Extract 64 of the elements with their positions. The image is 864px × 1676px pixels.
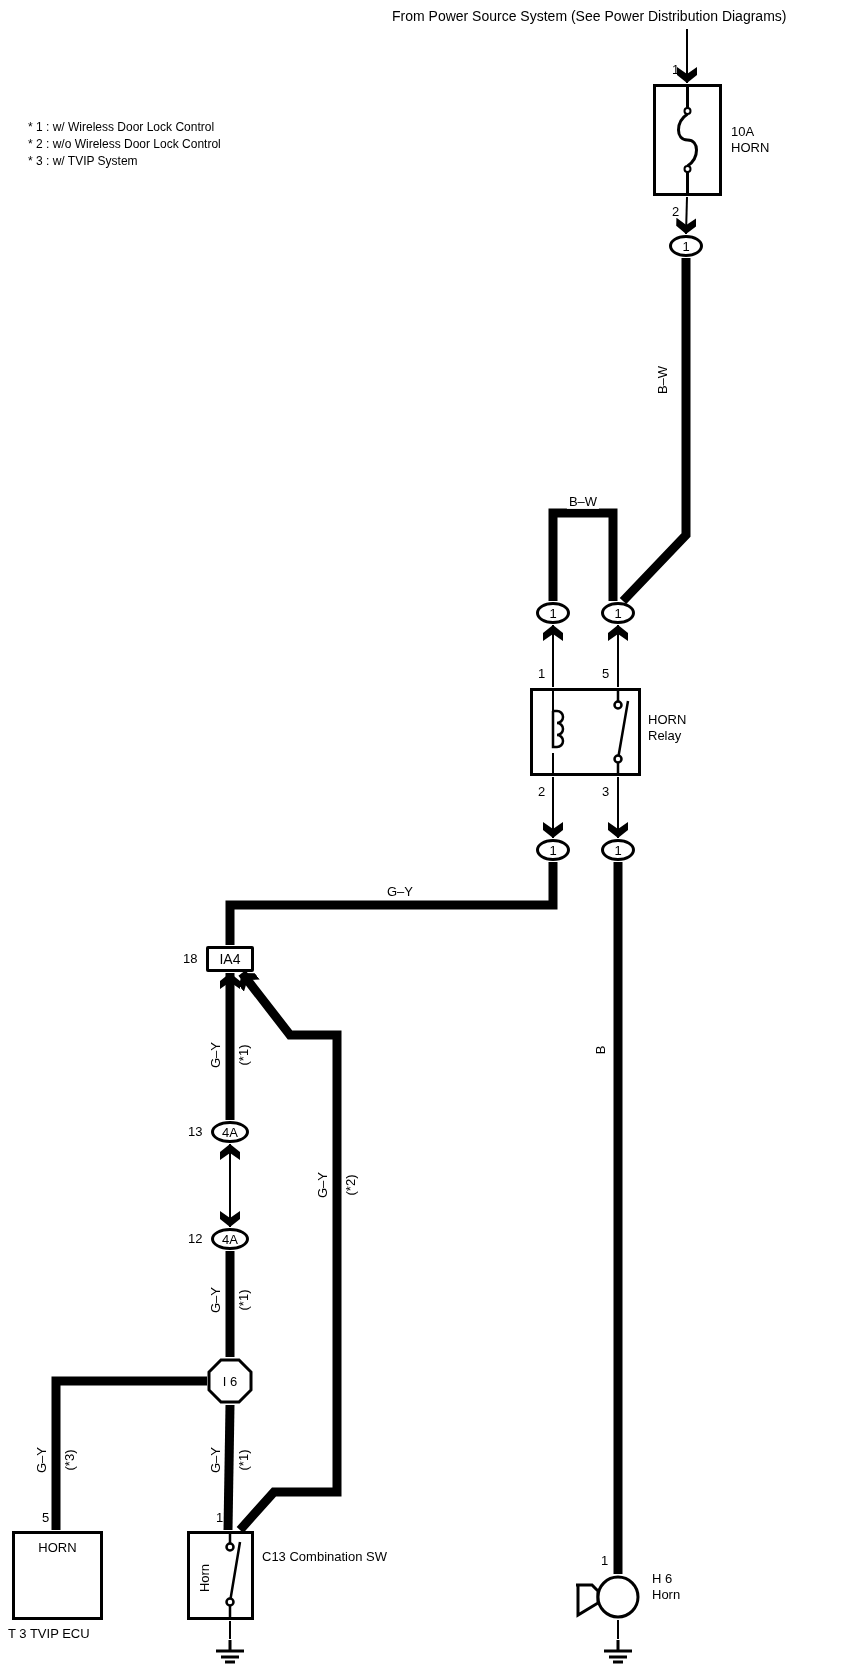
switch-box <box>187 1531 254 1620</box>
connector-number: 4A <box>222 1232 238 1246</box>
connector-number: IA4 <box>219 952 241 966</box>
pin-number: 2 <box>672 204 680 220</box>
option-note: * 3 : w/ TVIP System <box>28 154 138 169</box>
pin-number: 18 <box>183 951 198 967</box>
pin-number: 5 <box>42 1510 50 1526</box>
pin-number: 1 <box>216 1510 224 1526</box>
wire <box>236 970 342 1533</box>
wire <box>676 196 697 235</box>
wire <box>223 1404 235 1531</box>
switch-label: Horn <box>196 1563 212 1593</box>
wire-color-label: G–Y (*1) <box>208 1287 252 1313</box>
wire <box>225 862 558 945</box>
wire <box>619 258 691 605</box>
wire <box>548 508 618 601</box>
component-label: 10A HORN <box>731 124 771 156</box>
connector-oval <box>211 1121 249 1143</box>
connector-oval <box>211 1228 249 1250</box>
pin-number: 1 <box>601 1553 609 1569</box>
pin-number: 5 <box>602 666 610 682</box>
wire <box>608 776 628 839</box>
connector-box <box>206 946 254 972</box>
connector-oval <box>601 839 635 861</box>
connector-oval <box>669 235 703 257</box>
wire <box>229 1620 231 1640</box>
wire-color-label: G–Y (*2) <box>315 1172 359 1198</box>
connector-number: 1 <box>614 606 622 620</box>
wire <box>613 862 623 1574</box>
source-note: From Power Source System (See Power Distribution Diagrams) <box>392 8 787 24</box>
component-label: HORN Relay <box>648 712 688 744</box>
connector-number: 1 <box>614 843 622 857</box>
connector-number: 1 <box>682 239 690 253</box>
wire-color-label: G–Y (*1) <box>208 1447 252 1473</box>
connector-oval <box>536 839 570 861</box>
connector-oval <box>536 602 570 624</box>
pin-number: 1 <box>538 666 546 682</box>
wire <box>51 1376 207 1530</box>
wire-color-label: G–Y (*3) <box>34 1447 78 1473</box>
component-label: C13 Combination SW <box>262 1549 388 1565</box>
pin-number: 2 <box>538 784 546 800</box>
terminal-label: HORN <box>38 1540 77 1555</box>
connector-number: 4A <box>222 1125 238 1139</box>
wire <box>617 1619 619 1640</box>
option-note: * 1 : w/ Wireless Door Lock Control <box>28 120 215 135</box>
wire <box>608 624 628 688</box>
junction-number: I 6 <box>222 1373 238 1389</box>
wire <box>225 1251 235 1357</box>
wire <box>543 624 563 688</box>
component-label: H 6 Horn <box>652 1571 682 1603</box>
wire-color-label: B–W <box>566 494 600 510</box>
connector-oval <box>601 602 635 624</box>
pin-number: 12 <box>188 1231 203 1247</box>
wire-color-label: G–Y (*1) <box>208 1042 252 1068</box>
wire <box>543 776 563 839</box>
connector-number: 1 <box>549 606 557 620</box>
option-note: * 2 : w/o Wireless Door Lock Control <box>28 137 221 152</box>
pin-number: 13 <box>188 1124 203 1140</box>
connector-number: 1 <box>549 843 557 857</box>
wire <box>220 1143 240 1228</box>
ecu-box <box>12 1531 103 1620</box>
component-label: T 3 TVIP ECU <box>8 1626 91 1642</box>
wire <box>220 973 240 1120</box>
pin-number: 3 <box>602 784 610 800</box>
